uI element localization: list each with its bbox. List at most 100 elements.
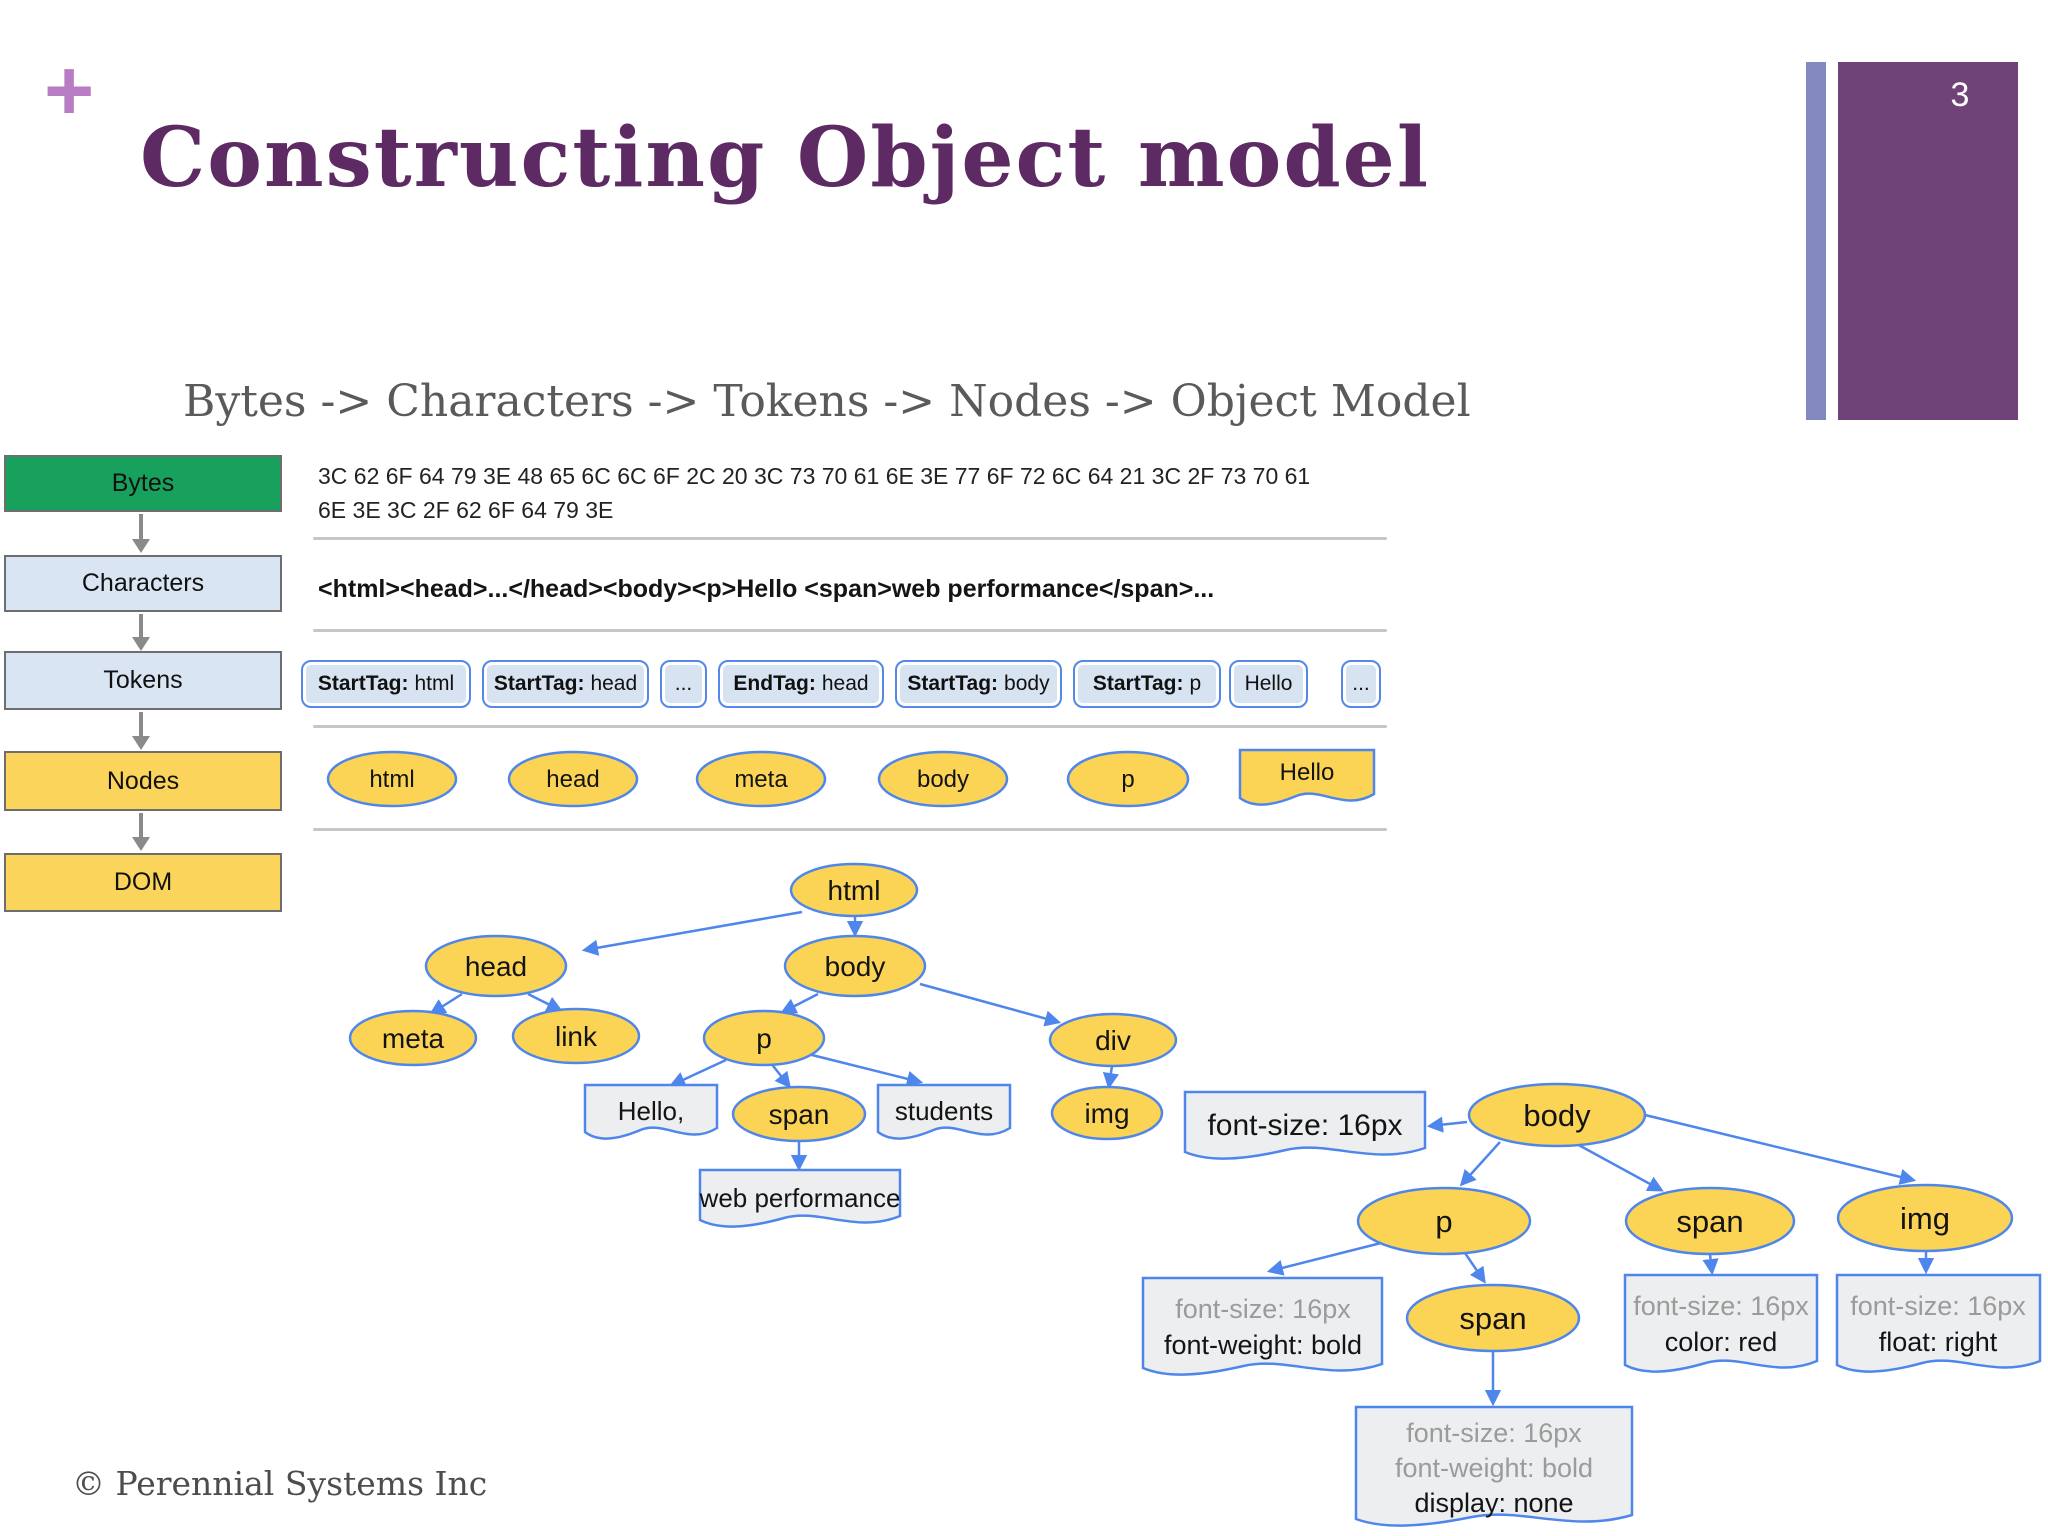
token-label: StartTag: [907,672,999,695]
node-ellipse-p [1066,750,1190,808]
token-label: StartTag: [493,672,585,695]
cssom-doc-p-style [1141,1276,1384,1376]
token-label: StartTag: [317,672,409,695]
bytes-hex-line1: 3C 62 6F 64 79 3E 48 65 6C 6C 6F 2C 20 3… [318,463,1311,489]
plus-decoration: + [44,43,95,139]
dom-ellipse-link [511,1007,641,1065]
flow-arrow-1 [132,514,150,553]
arrow-head-to-meta [429,992,463,1015]
node-ellipse-html [326,750,458,808]
dom-label: link [555,1021,598,1052]
dom-ellipse-head [424,934,568,998]
token-starttag-html: StartTag:html [301,660,471,708]
dom-ellipse-p [702,1009,826,1067]
node-doc-hello [1238,748,1376,806]
arrow-p-to-span [769,1061,792,1089]
flow-arrow-4 [132,813,150,851]
arrow-cssom-body-to-style [1426,1116,1468,1133]
dom-label: body [825,951,886,982]
separator-line [313,629,1387,632]
stage-nodes-label: Nodes [106,766,180,795]
cssom-ellipse-span [1624,1186,1796,1256]
arrow-html-to-head [581,910,803,956]
stage-characters: Characters [4,555,282,612]
cssom-doc-span-style [1623,1273,1819,1373]
separator-line [313,537,1387,540]
dom-label: div [1095,1025,1131,1056]
characters-text: <html><head>...</head><body><p>Hello <sp… [318,575,1215,603]
token-value: p [1189,672,1202,695]
dom-doc-students [876,1083,1012,1140]
side-bar-wide [1838,62,2018,420]
stage-dom: DOM [4,853,282,912]
separator-line [313,725,1387,728]
cssom-ellipse-p [1356,1186,1532,1256]
dom-ellipse-div [1048,1012,1178,1068]
footer-copyright: © Perennial Systems Inc [72,1464,488,1503]
cssom-style-text: display: none [1414,1488,1573,1518]
stage-characters-label: Characters [81,569,205,597]
cssom-style-text: color: red [1665,1327,1778,1357]
token-value: body [1004,672,1050,695]
token-label: StartTag: [1092,672,1184,695]
stage-tokens-label: Tokens [103,666,183,694]
token-value: ... [1352,672,1370,695]
token-value: html [414,672,455,695]
arrow-p-to-hello [669,1058,727,1087]
node-label: html [369,766,414,793]
separator-line [313,828,1387,831]
dom-label: p [756,1023,772,1054]
cssom-style-text: font-weight: bold [1164,1330,1362,1360]
dom-text-node: students [895,1096,993,1126]
flow-arrow-3 [132,712,150,750]
subtitle: Bytes -> Characters -> Tokens -> Nodes -… [183,376,1471,427]
token-starttag-body: StartTag:body [895,660,1062,708]
arrow-cssom-body-to-img [1644,1113,1917,1185]
arrow-cssom-p-to-span [1463,1252,1486,1284]
arrow-head-to-link [527,992,563,1012]
cssom-label: body [1523,1098,1591,1133]
token-hello: Hello [1229,660,1308,708]
node-label: head [546,766,599,793]
dom-text-node: Hello, [618,1096,684,1126]
token-label: EndTag: [733,672,816,695]
token-value: ... [674,672,693,695]
stage-tokens: Tokens [4,651,282,710]
arrow-div-to-img [1102,1065,1119,1090]
cssom-style-text: font-size: 16px [1406,1418,1582,1448]
cssom-label: p [1435,1204,1452,1239]
cssom-style-text: float: right [1879,1327,1998,1357]
arrow-cssom-body-to-p [1459,1141,1501,1187]
token-value: Hello [1244,672,1293,695]
dom-ellipse-body [783,934,927,998]
dom-ellipse-html [789,862,919,918]
node-ellipse-body [877,750,1009,808]
token-ellipsis: ... [660,660,707,708]
cssom-label: span [1459,1301,1526,1336]
bytes-hex-line2: 6E 3E 3C 2F 62 6F 64 79 3E [318,497,614,523]
dom-label: html [828,875,881,906]
node-label: p [1121,766,1134,793]
token-starttag-head: StartTag:head [482,660,649,708]
dom-label: span [769,1099,830,1130]
cssom-style-text: font-weight: bold [1395,1453,1593,1483]
arrow-cssom-span-to-style [1702,1253,1719,1276]
bytes-hex-text: 3C 62 6F 64 79 3E 48 65 6C 6C 6F 2C 20 3… [318,459,1310,527]
token-starttag-p: StartTag:p [1073,660,1221,708]
dom-label: head [465,951,527,982]
cssom-doc-span-inner-style [1354,1405,1634,1527]
cssom-style-text: font-size: 16px [1207,1109,1402,1142]
page-title: Constructing Object model [140,110,1430,206]
cssom-ellipse-img [1836,1183,2014,1253]
arrow-body-to-div [919,982,1062,1027]
cssom-style-text: font-size: 16px [1633,1291,1809,1321]
diagram-canvas: html head meta body p Hello html head bo… [326,748,2042,1527]
token-endtag-head: EndTag:head [718,660,884,708]
cssom-label: span [1676,1204,1743,1239]
cssom-doc-img-style [1835,1273,2042,1373]
cssom-ellipse-span-inner [1405,1283,1581,1353]
dom-label: img [1084,1098,1129,1129]
cssom-style-text: font-size: 16px [1850,1291,2026,1321]
stage-bytes-label: Bytes [111,469,175,497]
